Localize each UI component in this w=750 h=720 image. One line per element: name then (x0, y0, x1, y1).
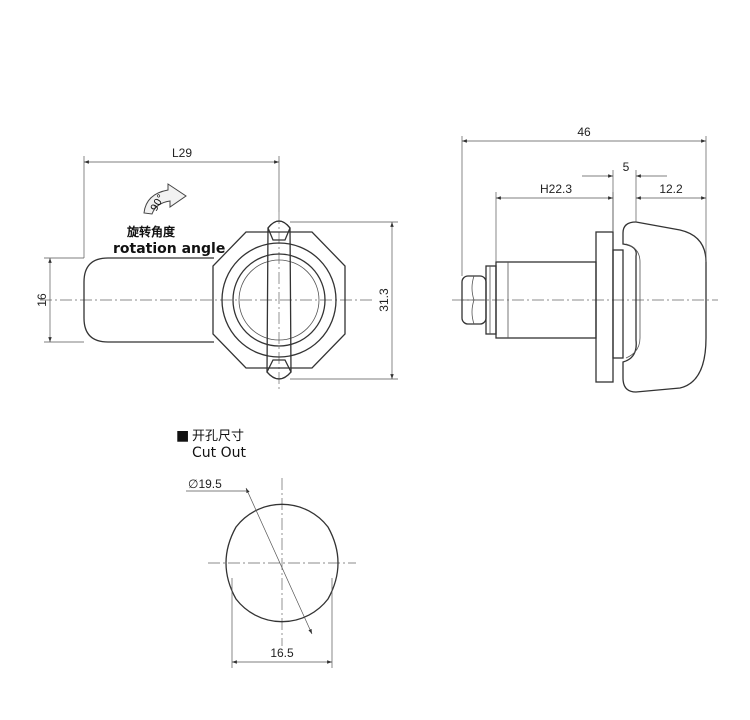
dim-16: 16 (35, 293, 49, 307)
outer-ring (221, 242, 337, 358)
knob-inner (625, 243, 641, 359)
grip-cap-top (267, 220, 291, 241)
dim-46: 46 (577, 125, 591, 139)
dim-5: 5 (623, 160, 630, 174)
rotation-label-cn: 旋转角度 (126, 224, 176, 239)
cutout-title-cn: 开孔尺寸 (192, 429, 244, 444)
flange-step (612, 249, 624, 359)
diameter-leader (245, 487, 313, 635)
rotation-arrow-icon (143, 183, 187, 215)
front-view: L29 16 31.3 90° 旋转角度 rotation angle (35, 146, 398, 392)
dim-12-2: 12.2 (659, 182, 683, 196)
side-view: 46 5 H22.3 12.2 (452, 125, 718, 393)
inner-ring (232, 253, 326, 347)
dim-16-5: 16.5 (270, 646, 294, 660)
key-circle (238, 259, 320, 341)
dim-l29: L29 (172, 146, 192, 160)
dim-diameter: ∅19.5 (188, 477, 222, 491)
cutout-view: ■ 开孔尺寸 Cut Out ∅19.5 16.5 (176, 428, 356, 668)
lock-handle (83, 257, 214, 343)
cutout-marker: ■ (176, 428, 189, 444)
rotation-label-en: rotation angle (113, 241, 225, 257)
dim-h22-3: H22.3 (540, 182, 572, 196)
hex-body (212, 231, 346, 369)
dim-31-3: 31.3 (377, 288, 391, 312)
knob-cap (622, 221, 707, 393)
cutout-title-en: Cut Out (192, 445, 246, 461)
flange (595, 231, 614, 383)
grip-cap-bottom (266, 359, 292, 380)
